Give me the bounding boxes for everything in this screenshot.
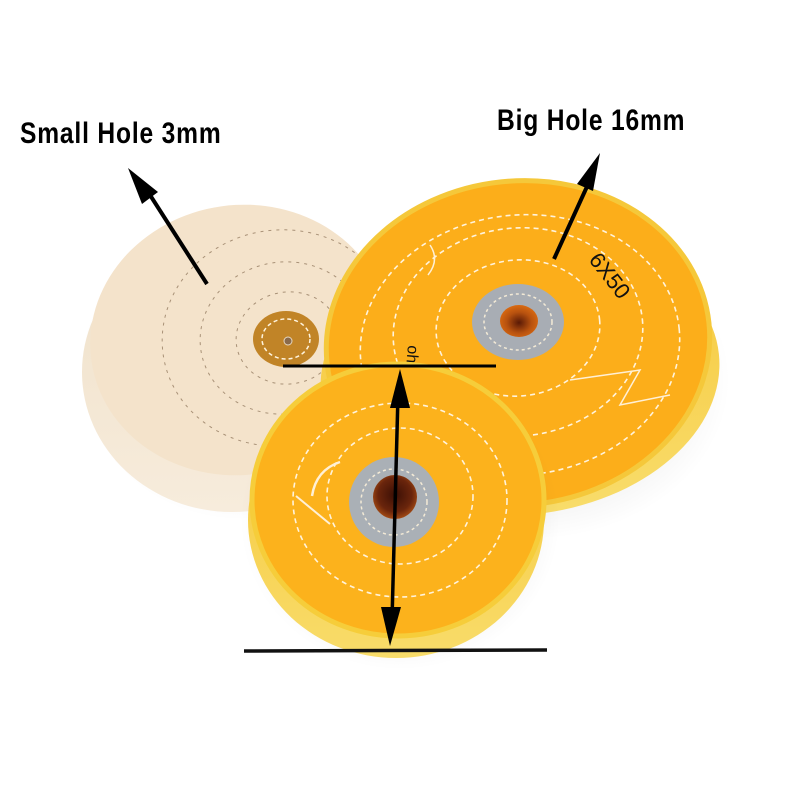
bottom-measure-line [243, 648, 548, 653]
small-hole-label: Small Hole 3mm [20, 117, 222, 150]
annotations [128, 153, 600, 653]
small-hole [283, 336, 293, 346]
arrow-head-icon [577, 153, 600, 191]
arrow-head-icon [128, 168, 158, 204]
big-hole-arrow [552, 179, 592, 260]
small-yellow-wheel [240, 361, 560, 670]
arrow-down-icon [381, 607, 401, 646]
big-hole-label: Big Hole 16mm [497, 104, 686, 137]
printed-partial-text: oh [402, 345, 420, 364]
diameter-arrow [390, 394, 400, 621]
arrow-up-icon [390, 369, 410, 408]
big-hole [500, 305, 538, 337]
small-hole-arrow [148, 193, 209, 286]
